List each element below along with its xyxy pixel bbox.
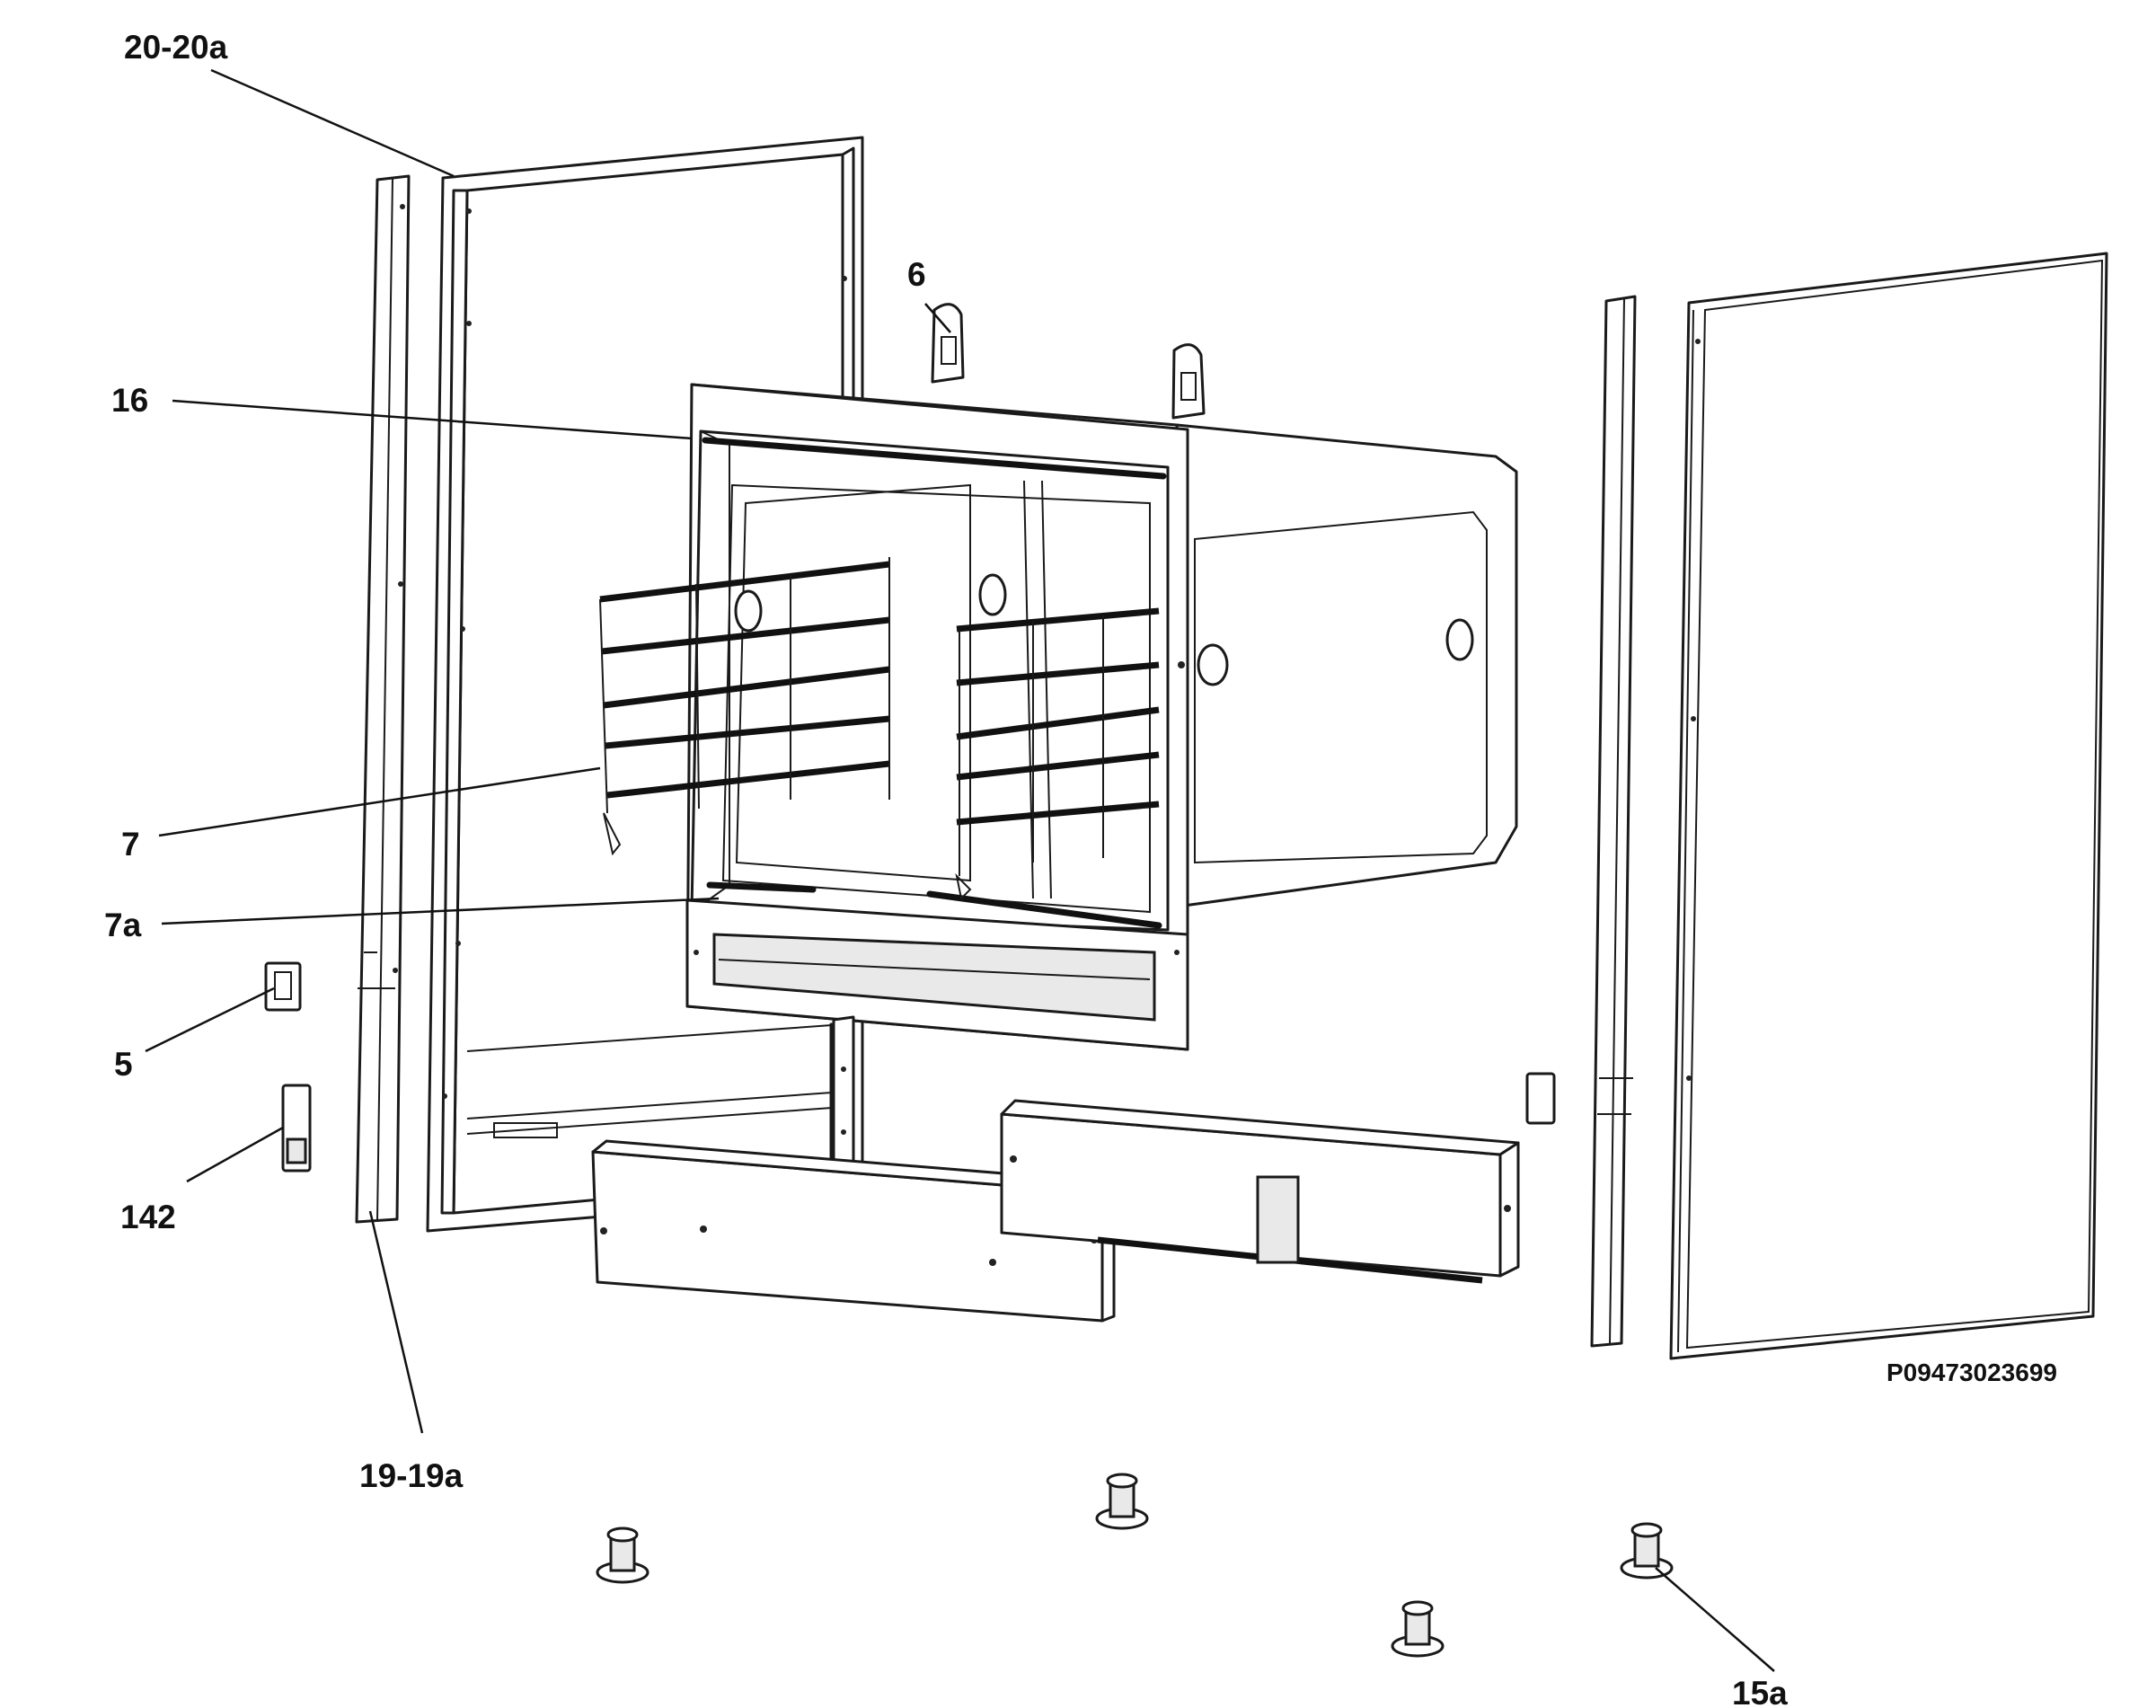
hinge-bracket-part (264, 961, 302, 1012)
leader-5 (145, 987, 275, 1053)
oven-rack-part (599, 557, 890, 856)
label-5: 5 (114, 1046, 133, 1083)
part-labels: 20-20a 16 6 7 7a 5 142 19-19a 15a P09473… (104, 29, 2057, 1708)
side-rail-part (355, 174, 411, 1224)
leader-7a (161, 897, 720, 925)
leader-7 (158, 766, 601, 837)
oven-rack-right-part (955, 607, 1160, 901)
leader-19-19a (368, 1210, 424, 1434)
label-15a: 15a (1732, 1675, 1788, 1708)
label-7: 7 (121, 826, 140, 863)
leader-16 (172, 399, 693, 440)
label-7a: 7a (104, 907, 142, 943)
leader-6 (924, 303, 951, 333)
leader-142 (186, 1126, 284, 1183)
small-clip-part (281, 1084, 312, 1173)
label-142: 142 (120, 1199, 176, 1235)
oven-cavity-part (685, 383, 1518, 1051)
right-side-rail-part (1525, 295, 1637, 1348)
label-20-20a: 20-20a (124, 29, 228, 66)
drawing-code: P09473023699 (1886, 1358, 2057, 1386)
label-19-19a: 19-19a (359, 1457, 464, 1494)
label-6: 6 (907, 256, 926, 293)
rear-plate-part (1000, 1099, 1520, 1284)
leader-lines (145, 68, 1775, 1672)
adjustable-foot-part (596, 1473, 1674, 1658)
leader-15a (1655, 1567, 1775, 1672)
hook-part (931, 303, 1206, 420)
side-panel-part (1669, 252, 2108, 1360)
label-16: 16 (111, 382, 148, 419)
leader-20-20a (210, 68, 455, 178)
